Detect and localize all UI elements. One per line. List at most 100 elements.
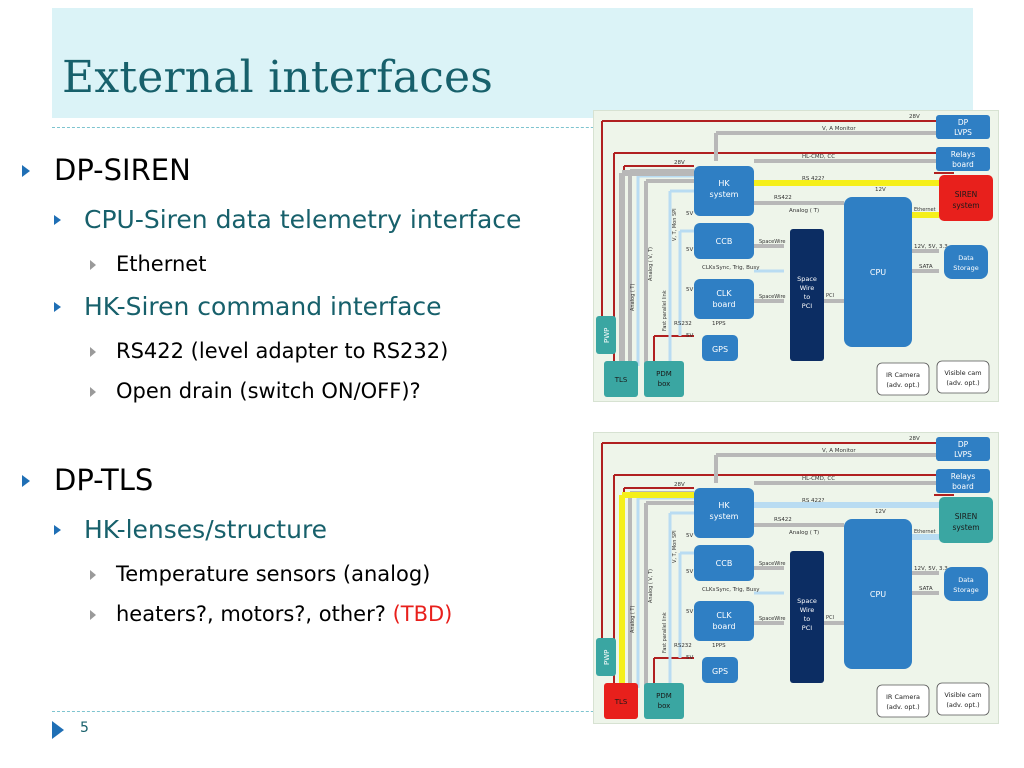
- diagram-label-pdm2: box: [658, 380, 671, 388]
- bullet-text: Ethernet: [116, 252, 207, 276]
- diagram-label-v5b: 5V: [686, 533, 693, 539]
- wire-labels: 28V V, A Monitor 28V HL-CMD, CC RS 422? …: [630, 436, 948, 661]
- diagram-label-pci: PCI: [826, 293, 834, 299]
- slide-title: External interfaces: [62, 52, 494, 103]
- tls-box: TLS: [604, 683, 638, 719]
- diagram-label-relays2: board: [952, 160, 974, 169]
- diagram-label-analog-t-vert: Analog ( T): [630, 284, 636, 311]
- signal-wires: [628, 131, 939, 366]
- bullet-text: HK-lenses/structure: [84, 515, 328, 544]
- diagram-label-analog-t: Analog ( T): [789, 208, 819, 214]
- diagram-label-ds1: Data: [958, 254, 974, 262]
- pdm-box: PDM box: [644, 361, 684, 397]
- diagram-label-hk1: HK: [718, 501, 730, 510]
- bullet-text: Temperature sensors (analog): [116, 562, 431, 586]
- diagram-label-analog-v: Analog ( V, T): [648, 247, 654, 281]
- diagram-label-lvps: LVPS: [954, 450, 972, 459]
- diagram-label-vis2: (adv. opt.): [946, 379, 979, 387]
- dp-lvps-box: DP LVPS: [936, 115, 990, 139]
- diagram-label-sw1: Space: [797, 275, 817, 283]
- diagram-label-v5: 5V: [686, 655, 693, 661]
- diagram-label-v5c: 5V: [686, 247, 693, 253]
- clk-board-box: CLK board: [694, 601, 754, 641]
- diagram-label-rs422-1: RS 422?: [802, 176, 825, 182]
- diagram-label-v28b: 28V: [674, 160, 685, 166]
- diagram-label-ethernet: Ethernet: [914, 529, 936, 535]
- bullet-arrow-icon: [22, 475, 30, 487]
- top-divider: [52, 127, 973, 128]
- diagram-label-siren1: SIREN: [955, 190, 978, 199]
- pdm-box: PDM box: [644, 683, 684, 719]
- diagram-label-v5d: 5V: [686, 609, 693, 615]
- diagram-label-sw1: Space: [797, 597, 817, 605]
- diagram-label-vt: V, T, Mon SPI: [672, 530, 678, 563]
- slide-arrow-icon: [52, 721, 64, 739]
- hk-system-box: HK system: [694, 488, 754, 538]
- diagram-label-hl-cmd: HL-CMD, CC: [802, 476, 835, 482]
- diagram-label-cpu: CPU: [870, 590, 886, 599]
- data-storage-box: Data Storage: [944, 567, 988, 601]
- visible-cam-box: Visible cam (adv. opt.): [936, 682, 990, 716]
- bullet-text: RS422 (level adapter to RS232): [116, 339, 449, 363]
- diagram-label-vis1: Visible cam: [944, 369, 981, 377]
- ir-camera-box: IR Camera (adv. opt.): [876, 684, 930, 718]
- diagram-label-ds2: Storage: [953, 586, 978, 594]
- diagram-label-ethernet: Ethernet: [914, 207, 936, 213]
- bullet-arrow-icon: [90, 610, 96, 620]
- diagram-label-hk1: HK: [718, 179, 730, 188]
- diagram-label-relays1: Relays: [951, 150, 976, 159]
- spacewire-pci-box: Space Wire to PCI: [790, 229, 824, 361]
- pwp-box: PWP: [596, 316, 616, 354]
- diagram-label-v-list: 12V, 5V, 3.3: [914, 244, 948, 250]
- bottom-divider: [52, 711, 973, 712]
- hk-system-box: HK system: [694, 166, 754, 216]
- diagram-label-pci: PCI: [826, 615, 834, 621]
- diagram-label-gps: GPS: [712, 345, 728, 354]
- diagram-label-sync: Sync, Trig, Busy: [716, 265, 760, 271]
- page-number: 5: [80, 720, 89, 736]
- diagram-label-clk2: board: [712, 300, 735, 309]
- ccb-box: CCB: [694, 223, 754, 259]
- diagram-label-pdm2: box: [658, 702, 671, 710]
- diagram-label-fast-parallel: Fast parallel link: [662, 612, 668, 653]
- diagram-label-v5b: 5V: [686, 211, 693, 217]
- diagram-label-v12: 12V: [875, 509, 886, 515]
- tls-box: TLS: [604, 361, 638, 397]
- diagram-label-pps: 1PPS: [712, 321, 726, 327]
- diagram-label-ir1: IR Camera: [886, 371, 920, 379]
- diagram-label-va-monitor: V, A Monitor: [822, 448, 856, 454]
- diagram-label-tls: TLS: [614, 376, 628, 384]
- diagram-label-sync: Sync, Trig, Busy: [716, 587, 760, 593]
- diagram-label-analog-v: Analog ( V, T): [648, 569, 654, 603]
- bullet-arrow-icon: [90, 387, 96, 397]
- diagram-label-sata: SATA: [919, 264, 933, 270]
- tbd-label: (TBD): [392, 602, 453, 626]
- diagram-label-vis2: (adv. opt.): [946, 701, 979, 709]
- diagram-label-sw3: to: [804, 615, 811, 623]
- clk-board-box: CLK board: [694, 279, 754, 319]
- diagram-label-lvps: LVPS: [954, 128, 972, 137]
- diagram-label-spacewire2: SpaceWire: [759, 616, 785, 622]
- gps-box: GPS: [702, 657, 738, 683]
- diagram-label-analog-t: Analog ( T): [789, 530, 819, 536]
- diagram-label-dp: DP: [958, 440, 969, 449]
- diagram-label-ccb: CCB: [716, 237, 733, 246]
- diagram-label-ds1: Data: [958, 576, 974, 584]
- diagram-label-sata: SATA: [919, 586, 933, 592]
- visible-cam-box: Visible cam (adv. opt.): [936, 360, 990, 394]
- diagram-label-sw3: to: [804, 293, 811, 301]
- diagram-label-ds2: Storage: [953, 264, 978, 272]
- bullet-text: DP-TLS: [54, 463, 154, 497]
- diagram-label-siren2: system: [952, 523, 979, 532]
- diagram-label-analog-t-vert: Analog ( T): [630, 606, 636, 633]
- dp-lvps-box: DP LVPS: [936, 437, 990, 461]
- bullet-text: DP-SIREN: [54, 153, 191, 187]
- diagram-label-pdm1: PDM: [656, 692, 672, 700]
- diagram-label-relays2: board: [952, 482, 974, 491]
- signal-wires: [628, 453, 939, 688]
- diagram-label-clks: CLKs: [702, 265, 716, 271]
- diagram-label-clk1: CLK: [716, 611, 732, 620]
- diagram-label-cpu: CPU: [870, 268, 886, 277]
- diagram-label-va-monitor: V, A Monitor: [822, 126, 856, 132]
- data-storage-box: Data Storage: [944, 245, 988, 279]
